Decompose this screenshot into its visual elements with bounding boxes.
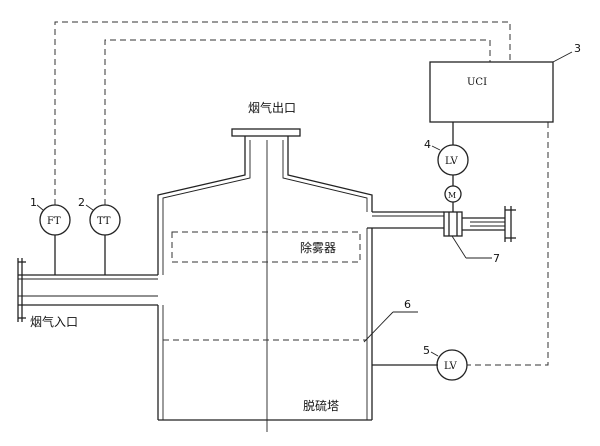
valve-body	[443, 211, 463, 237]
controller-label: UCI	[467, 77, 487, 88]
desulfurization-tower	[157, 128, 444, 432]
outlet-flange	[231, 128, 301, 137]
callout-1: 1	[30, 196, 37, 209]
lower-level-valve: LV 5	[423, 344, 468, 381]
callout-5: 5	[423, 344, 430, 357]
level-valve-lower-label: LV	[444, 361, 457, 372]
callout-7: 7	[493, 252, 500, 265]
inlet-duct	[17, 235, 158, 322]
level-valve-upper-label: LV	[445, 156, 458, 167]
controller-unit: UCI 3	[429, 42, 581, 145]
tower-label: 脱硫塔	[303, 398, 339, 413]
temperature-transmitter-label: TT	[97, 216, 111, 227]
flue-gas-outlet-label: 烟气出口	[248, 100, 296, 115]
callout-4: 4	[424, 138, 431, 151]
demister	[171, 231, 361, 263]
upper-level-valve-assembly: LV 4 M 7	[424, 138, 516, 265]
callout-3: 3	[574, 42, 581, 55]
demister-label: 除雾器	[300, 240, 336, 255]
signal-lines	[54, 21, 549, 366]
temperature-transmitter: TT 2	[78, 196, 121, 236]
callout-6: 6	[404, 298, 411, 311]
motor-label: M	[448, 191, 456, 200]
flue-gas-inlet-label: 烟气入口	[30, 314, 78, 329]
callout-6-leader: 6	[363, 298, 418, 343]
flow-transmitter-label: FT	[47, 216, 61, 227]
callout-2: 2	[78, 196, 85, 209]
flow-transmitter: FT 1	[30, 196, 71, 236]
